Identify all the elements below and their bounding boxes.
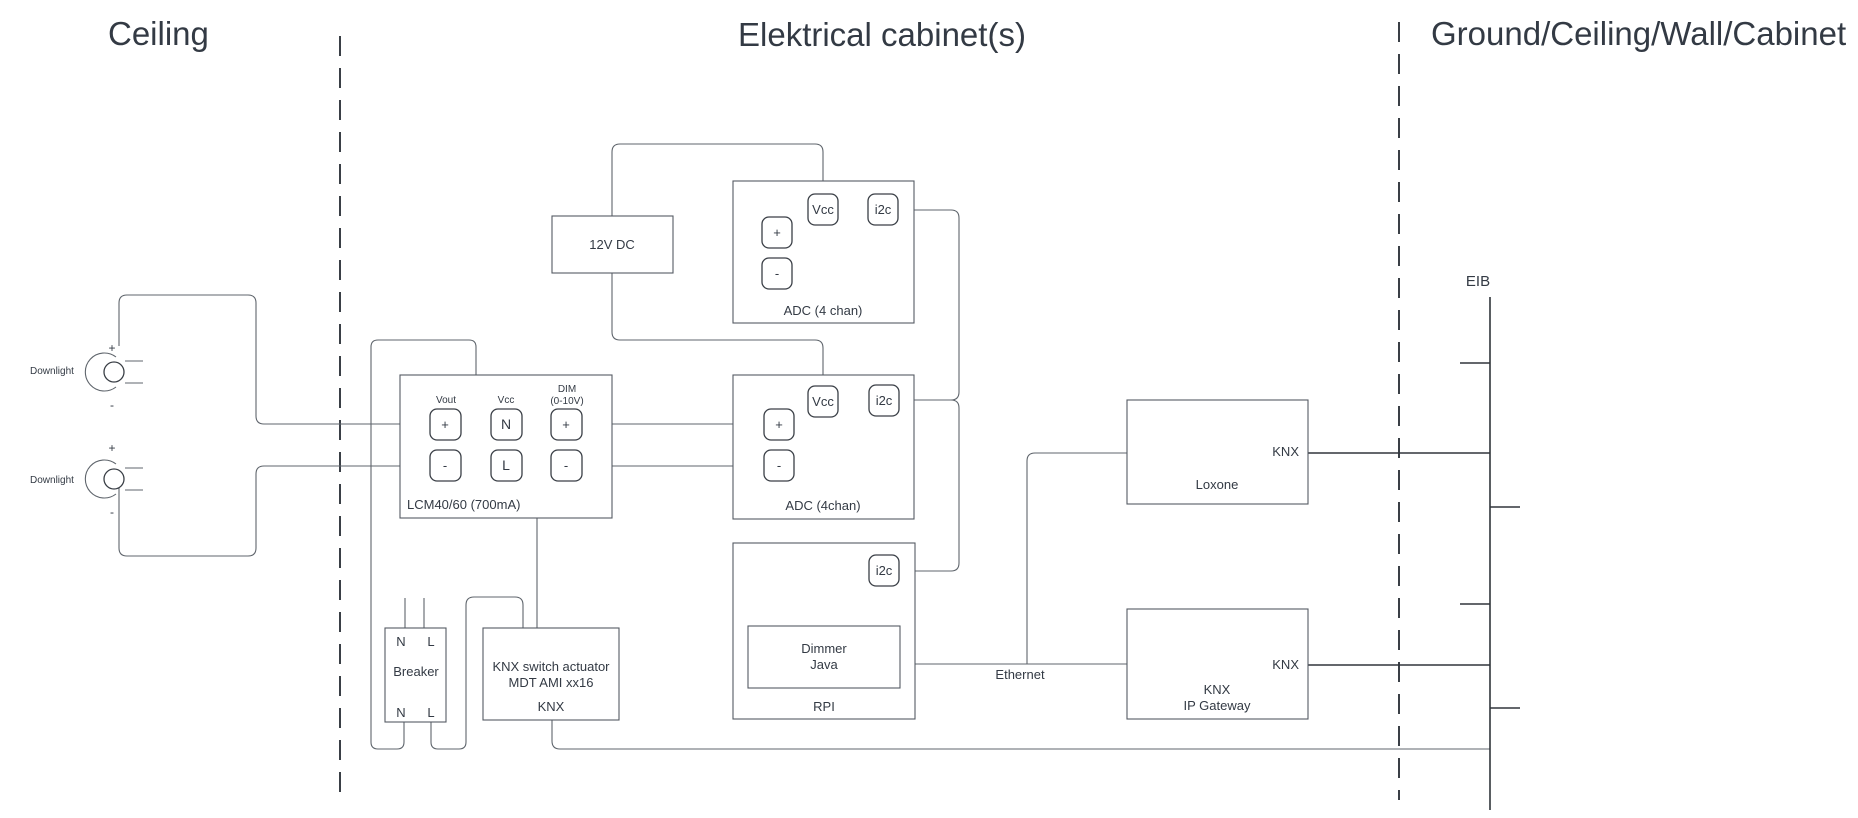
adc-top-plus-terminal: [761, 216, 793, 249]
adc-mid-label: ADC (4chan): [785, 498, 860, 513]
wire-i2c-mid-rpi: [898, 399, 960, 572]
gateway-line2: IP Gateway: [1184, 698, 1251, 713]
breaker-box: [384, 627, 447, 723]
loxone-knx: KNX: [1272, 444, 1299, 459]
driver-vcc-label: Vcc: [498, 395, 515, 406]
downlight-2-minus: -: [110, 505, 114, 519]
driver-l-terminal: [490, 449, 523, 482]
downlight-2-lamp-icon: [103, 468, 125, 490]
driver-vout-label: Vout: [436, 395, 456, 406]
driver-dim-plus: +: [562, 417, 570, 432]
adc-mid-vcc-terminal: [807, 385, 839, 418]
wire-actuator-eib: [551, 720, 1490, 750]
adc-mid: Vcc i2c + - ADC (4chan): [732, 374, 915, 520]
driver-n-terminal: [490, 408, 523, 441]
psu-label: 12V DC: [589, 237, 635, 252]
driver-n: N: [501, 416, 511, 432]
downlight-1-lamp-icon: [103, 361, 125, 383]
driver-vout-plus: +: [441, 417, 449, 432]
knx-ip-gateway: KNX KNX IP Gateway: [1126, 608, 1309, 720]
wire-i2c-top-mid: [898, 209, 960, 401]
loxone-box: [1126, 399, 1309, 505]
adc-top-minus-terminal: [761, 257, 793, 290]
wire-downlight1-plus: [118, 294, 430, 425]
downlight-1-minus: -: [110, 398, 114, 412]
eib-bus: EIB: [1460, 273, 1520, 810]
adc-top-minus-label: -: [775, 266, 779, 281]
knx-actuator: KNX switch actuator MDT AMI xx16 KNX: [482, 627, 620, 721]
rpi-label: RPI: [813, 699, 835, 714]
adc-mid-minus-terminal: [763, 449, 795, 482]
gateway-line1: KNX: [1204, 682, 1231, 697]
dimmer-box: [747, 625, 901, 689]
zone-title-ground: Ground/Ceiling/Wall/Cabinet: [1431, 15, 1846, 52]
driver-label: LCM40/60 (700mA): [407, 497, 520, 512]
adc-top-plus-label: +: [773, 225, 781, 240]
wire-actuator-breaker-l: [430, 596, 524, 750]
driver-box: [399, 374, 613, 519]
adc-mid-vcc-label: Vcc: [812, 394, 834, 409]
adc-top-vcc-terminal: [807, 193, 839, 226]
rpi-i2c-label: i2c: [876, 563, 893, 578]
actuator-knx: KNX: [538, 699, 565, 714]
wires: [118, 143, 1490, 750]
adc-top-i2c-terminal: [867, 193, 899, 226]
loxone: KNX Loxone: [1126, 399, 1309, 505]
driver-vout-minus-terminal: [429, 449, 462, 482]
adc-top-i2c-label: i2c: [875, 202, 892, 217]
rpi: i2c Dimmer Java RPI: [732, 542, 916, 720]
downlight-2-label: Downlight: [30, 475, 74, 486]
adc-mid-plus-label: +: [775, 417, 783, 432]
zone-title-ceiling: Ceiling: [108, 15, 209, 52]
wire-psu-adc-mid-vcc: [611, 273, 824, 388]
driver-dim-minus-terminal: [550, 449, 583, 482]
wire-ethernet-loxone: [1026, 452, 1127, 664]
driver-dim-label: DIM: [558, 384, 576, 395]
adc-mid-i2c-label: i2c: [876, 393, 893, 408]
adc-top: Vcc i2c + - ADC (4 chan): [732, 180, 915, 324]
adc-mid-i2c-terminal: [868, 384, 900, 417]
gateway-knx: KNX: [1272, 657, 1299, 672]
psu-12v: 12V DC: [551, 215, 674, 274]
breaker-top-l: L: [427, 634, 434, 649]
downlight-1: Downlight + -: [30, 341, 143, 412]
downlight-2-reflector-icon: [84, 459, 117, 499]
driver-l: L: [502, 457, 510, 473]
loxone-label: Loxone: [1196, 477, 1239, 492]
breaker-top-n: N: [396, 634, 405, 649]
adc-mid-plus-terminal: [763, 408, 795, 441]
downlight-1-plus: +: [108, 341, 115, 355]
driver-vout-plus-terminal: [429, 408, 462, 441]
gateway-box: [1126, 608, 1309, 720]
wire-downlight2-loop: [118, 465, 430, 557]
dimmer-line1: Dimmer: [801, 641, 847, 656]
ethernet-label: Ethernet: [995, 667, 1045, 682]
driver-dim-range-label: (0-10V): [550, 396, 583, 407]
breaker-bottom-n: N: [396, 705, 405, 720]
actuator-box: [482, 627, 620, 721]
adc-top-label: ADC (4 chan): [784, 303, 863, 318]
led-driver: Vout Vcc DIM (0-10V) + N + - L - LCM40/6…: [399, 374, 613, 519]
downlight-1-reflector-icon: [84, 352, 117, 392]
driver-vout-minus: -: [443, 458, 447, 473]
rpi-i2c-terminal: [868, 554, 900, 587]
actuator-line1: KNX switch actuator: [492, 659, 610, 674]
eib-label: EIB: [1466, 273, 1490, 290]
driver-dim-plus-terminal: [550, 408, 583, 441]
dimmer-line2: Java: [810, 657, 838, 672]
wire-psu-adc-top-vcc: [611, 143, 824, 216]
downlight-1-label: Downlight: [30, 366, 74, 377]
psu-box: [551, 215, 674, 274]
breaker: N L Breaker N L: [384, 627, 447, 723]
downlight-2: Downlight + -: [30, 441, 143, 519]
adc-top-vcc-label: Vcc: [812, 202, 834, 217]
breaker-bottom-l: L: [427, 705, 434, 720]
actuator-line2: MDT AMI xx16: [508, 675, 593, 690]
zone-title-cabinet: Elektrical cabinet(s): [738, 16, 1026, 53]
adc-mid-minus-label: -: [777, 458, 781, 473]
driver-dim-minus: -: [564, 458, 568, 473]
breaker-label: Breaker: [393, 664, 439, 679]
downlight-2-plus: +: [108, 441, 115, 455]
